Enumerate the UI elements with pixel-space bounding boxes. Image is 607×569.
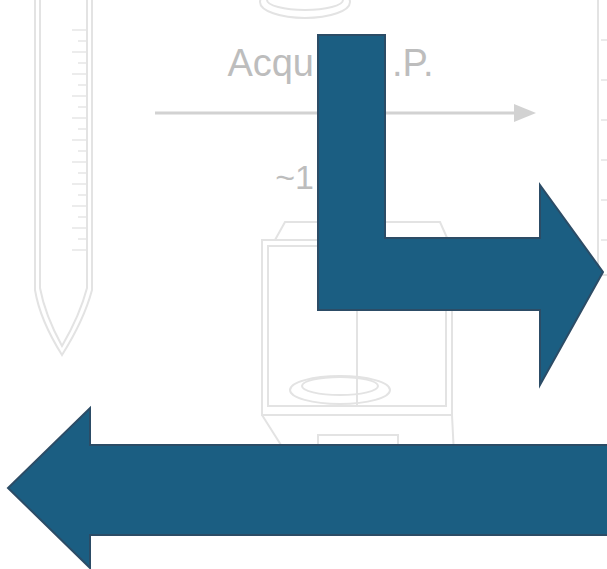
graduated-cylinder <box>598 0 607 275</box>
return-arrow <box>8 408 607 568</box>
petri-dish <box>260 0 350 18</box>
step-label: ~1 <box>275 160 314 194</box>
centrifuge-tube <box>35 0 92 355</box>
step-label: Acqu <box>227 44 314 82</box>
bent-arrow <box>318 35 603 385</box>
step-label: .P. <box>392 44 434 82</box>
